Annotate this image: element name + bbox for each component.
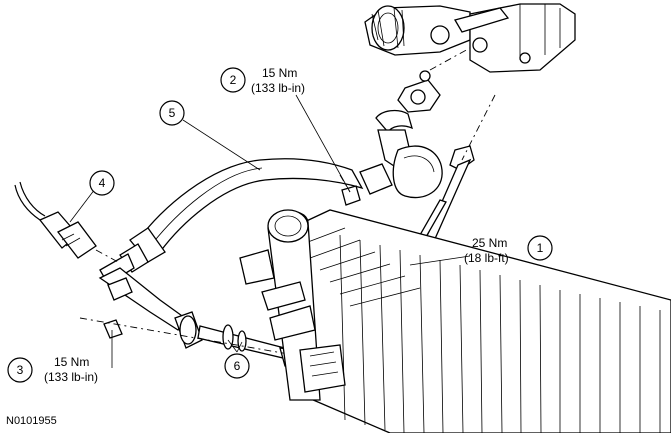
leader-6a xyxy=(227,339,238,353)
callout-4: 4 xyxy=(89,170,115,196)
leader-2 xyxy=(295,94,351,193)
callout-1-number: 1 xyxy=(537,241,544,255)
callout-2-number: 2 xyxy=(230,73,237,87)
callout-6: 6 xyxy=(224,353,250,379)
callout-2-torque-imperial: (133 lb-in) xyxy=(251,81,305,95)
callout-3: 3 15 Nm (133 lb-in) xyxy=(7,355,98,384)
callout-5: 5 xyxy=(159,100,185,126)
callout-5-number: 5 xyxy=(169,106,176,120)
callout-1-torque-imperial: (18 lb-ft) xyxy=(464,251,509,265)
nut-item-3 xyxy=(79,317,301,357)
ac-compressor xyxy=(364,3,576,73)
callout-1: 1 25 Nm (18 lb-ft) xyxy=(464,235,553,265)
leader-6b xyxy=(236,341,243,353)
compressor-manifold-fitting xyxy=(397,47,471,113)
callout-6-number: 6 xyxy=(234,359,241,373)
leader-1 xyxy=(409,255,471,266)
pressure-switch-connector xyxy=(14,181,119,263)
callout-3-number: 3 xyxy=(17,363,24,377)
condenser xyxy=(239,209,671,433)
callout-3-torque-imperial: (133 lb-in) xyxy=(44,370,98,384)
callout-4-number: 4 xyxy=(99,176,106,190)
suction-line-muffler xyxy=(359,109,443,199)
callout-1-torque-nm: 25 Nm xyxy=(472,236,507,250)
callout-2: 2 15 Nm (133 lb-in) xyxy=(220,66,305,95)
callout-3-torque-nm: 15 Nm xyxy=(54,355,89,369)
callout-2-torque-nm: 15 Nm xyxy=(262,66,297,80)
leader-5 xyxy=(182,119,261,171)
figure-id: N0101955 xyxy=(6,415,57,427)
